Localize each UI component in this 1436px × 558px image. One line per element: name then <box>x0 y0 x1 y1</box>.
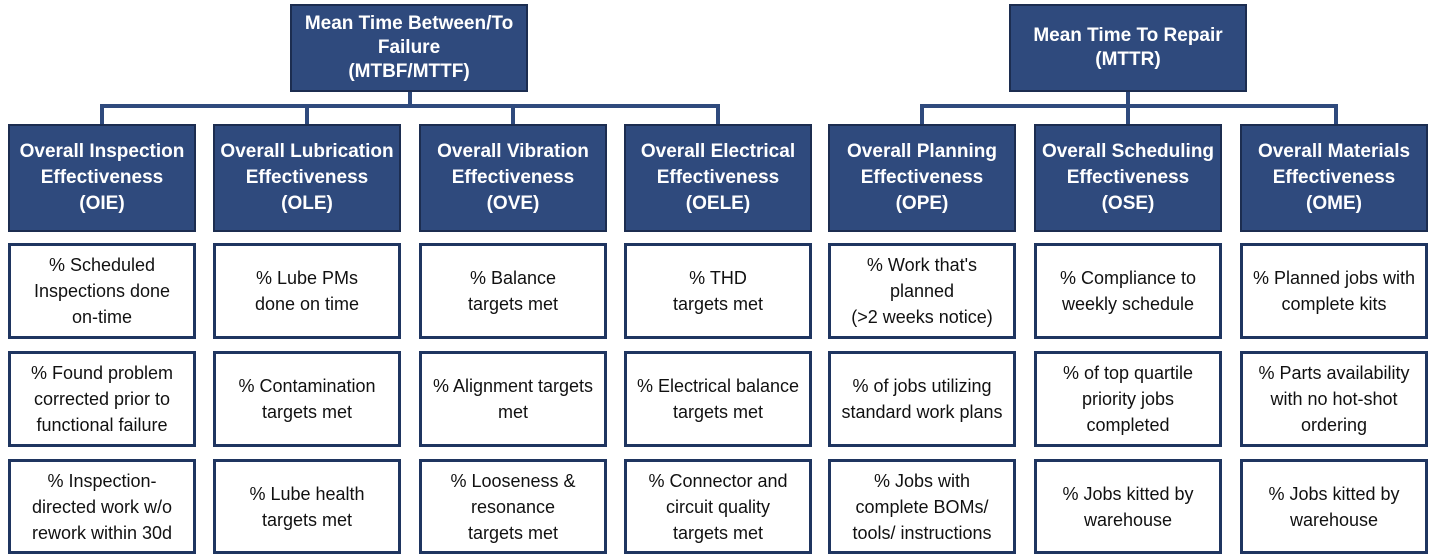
connector-oie-drop <box>100 104 104 124</box>
metric-oie-2: % Found problem corrected prior to funct… <box>8 351 196 447</box>
connector-ome-drop <box>1334 104 1338 124</box>
mttr-root-box: Mean Time To Repair (MTTR) <box>1009 4 1247 92</box>
connector-mtbf-root-stem <box>408 92 412 106</box>
connector-ose-drop <box>1126 104 1130 124</box>
metric-oele-3: % Connector and circuit quality targets … <box>624 459 812 554</box>
metric-ose-3: % Jobs kitted by warehouse <box>1034 459 1222 554</box>
connector-mttr-root-stem <box>1126 92 1130 106</box>
category-ove: Overall Vibration Effectiveness (OVE) <box>419 124 607 232</box>
connector-oele-drop <box>716 104 720 124</box>
category-oele: Overall Electrical Effectiveness (OELE) <box>624 124 812 232</box>
connector-mtbf-bus <box>100 104 720 108</box>
metric-oie-1: % Scheduled Inspections done on-time <box>8 243 196 339</box>
metric-ole-1: % Lube PMs done on time <box>213 243 401 339</box>
metric-ome-1: % Planned jobs with complete kits <box>1240 243 1428 339</box>
metric-ome-3: % Jobs kitted by warehouse <box>1240 459 1428 554</box>
metric-oele-2: % Electrical balance targets met <box>624 351 812 447</box>
category-ole: Overall Lubrication Effectiveness (OLE) <box>213 124 401 232</box>
metric-ope-3: % Jobs with complete BOMs/ tools/ instru… <box>828 459 1016 554</box>
category-ope: Overall Planning Effectiveness (OPE) <box>828 124 1016 232</box>
metric-oele-1: % THD targets met <box>624 243 812 339</box>
metric-ove-2: % Alignment targets met <box>419 351 607 447</box>
metric-ope-2: % of jobs utilizing standard work plans <box>828 351 1016 447</box>
category-ose: Overall Scheduling Effectiveness (OSE) <box>1034 124 1222 232</box>
metric-ole-3: % Lube health targets met <box>213 459 401 554</box>
metric-oie-3: % Inspection- directed work w/o rework w… <box>8 459 196 554</box>
mtbf-root-box: Mean Time Between/To Failure (MTBF/MTTF) <box>290 4 528 92</box>
category-oie: Overall Inspection Effectiveness (OIE) <box>8 124 196 232</box>
connector-ove-drop <box>511 104 515 124</box>
connector-ope-drop <box>920 104 924 124</box>
metric-ove-1: % Balance targets met <box>419 243 607 339</box>
category-ome: Overall Materials Effectiveness (OME) <box>1240 124 1428 232</box>
metric-ole-2: % Contamination targets met <box>213 351 401 447</box>
metric-ove-3: % Looseness & resonance targets met <box>419 459 607 554</box>
metric-ope-1: % Work that's planned (>2 weeks notice) <box>828 243 1016 339</box>
metric-ose-1: % Compliance to weekly schedule <box>1034 243 1222 339</box>
metric-ose-2: % of top quartile priority jobs complete… <box>1034 351 1222 447</box>
metric-ome-2: % Parts availability with no hot-shot or… <box>1240 351 1428 447</box>
connector-ole-drop <box>305 104 309 124</box>
